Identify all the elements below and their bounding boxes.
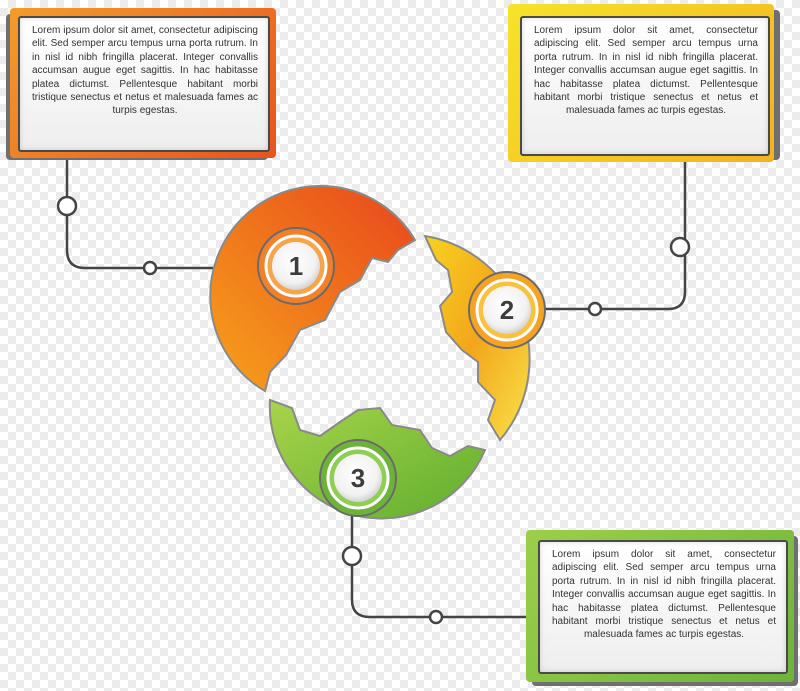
connector-3 (350, 495, 528, 619)
step-number-2: 2 (500, 295, 514, 325)
connector-dots (56, 195, 691, 625)
step-text-1: Lorem ipsum dolor sit amet, consectetur … (32, 25, 258, 117)
step-number-3: 3 (351, 463, 365, 493)
step-card-1: Lorem ipsum dolor sit amet, consectetur … (6, 6, 276, 161)
step-number-1: 1 (289, 251, 303, 281)
connector-1 (65, 150, 268, 270)
step-card-2: Lorem ipsum dolor sit amet, consectetur … (508, 4, 780, 164)
badge-2: 2 (468, 271, 546, 349)
badge-3: 3 (319, 439, 397, 517)
badge-1: 1 (257, 227, 335, 305)
step-text-3: Lorem ipsum dolor sit amet, consectetur … (552, 549, 776, 641)
step-text-2: Lorem ipsum dolor sit amet, consectetur … (534, 25, 758, 117)
step-card-3: Lorem ipsum dolor sit amet, consectetur … (526, 530, 800, 688)
connector-2 (545, 152, 687, 311)
